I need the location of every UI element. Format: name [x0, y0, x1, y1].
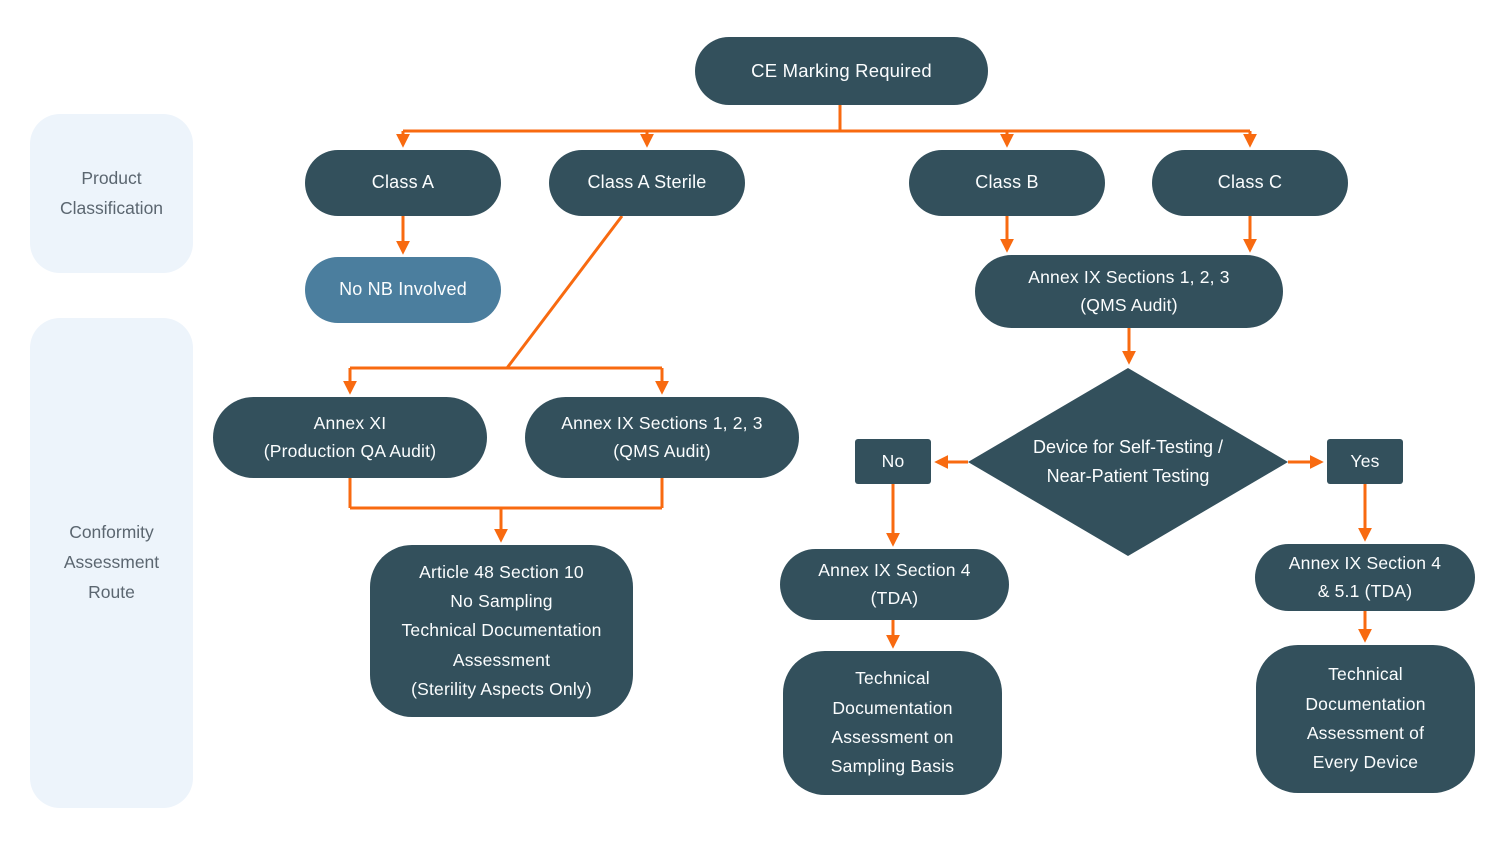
node-ce-marking-required: CE Marking Required [695, 37, 988, 105]
edge-label-no: No [855, 439, 931, 484]
node-annex-ix-qms-right: Annex IX Sections 1, 2, 3 (QMS Audit) [975, 255, 1283, 328]
node-annex-ix-qms-left: Annex IX Sections 1, 2, 3 (QMS Audit) [525, 397, 799, 478]
node-annex-ix-section-4-tda: Annex IX Section 4 (TDA) [780, 549, 1009, 620]
node-annex-xi-production-qa: Annex XI (Production QA Audit) [213, 397, 487, 478]
node-class-b: Class B [909, 150, 1105, 216]
node-no-nb-involved: No NB Involved [305, 257, 501, 323]
sidebar-label-product-classification: Product Classification [30, 114, 193, 273]
node-annex-ix-section-4-51-tda: Annex IX Section 4 & 5.1 (TDA) [1255, 544, 1475, 611]
node-tda-every-device: Technical Documentation Assessment of Ev… [1256, 645, 1475, 793]
node-class-c: Class C [1152, 150, 1348, 216]
node-class-a: Class A [305, 150, 501, 216]
decision-self-testing-label: Device for Self-Testing / Near-Patient T… [1032, 437, 1224, 486]
edge-label-yes: Yes [1327, 439, 1403, 484]
node-tda-sampling-basis: Technical Documentation Assessment on Sa… [783, 651, 1002, 795]
node-class-a-sterile: Class A Sterile [549, 150, 745, 216]
sidebar-label-conformity-assessment-route: Conformity Assessment Route [30, 318, 193, 808]
decision-self-testing-shape [968, 368, 1288, 556]
node-article-48-section-10: Article 48 Section 10 No Sampling Techni… [370, 545, 633, 717]
